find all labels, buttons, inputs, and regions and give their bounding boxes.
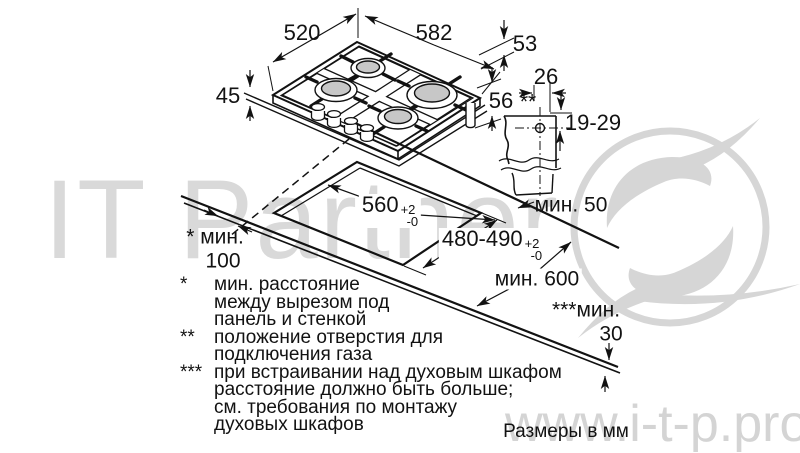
footnote-marker: ** <box>180 326 195 348</box>
dim-front-width-label: 582 <box>415 20 453 45</box>
swirl-upper-tail <box>668 118 760 170</box>
min-below-clearance-label: ***мин. <box>551 298 621 322</box>
bracket-bottom-edge <box>515 192 553 196</box>
bracket-right-edge-lower <box>551 173 554 194</box>
min-below-clearance-value: 30 <box>599 322 623 346</box>
cutout-depth-value: 480-490 <box>441 226 523 251</box>
swirl-lower-blade <box>628 226 734 297</box>
min-back-clearance-label: мин. 50 <box>534 193 608 217</box>
cutout-width-tolerance: +2-0 <box>400 202 419 229</box>
cutout-outline <box>271 160 484 267</box>
hob-dimension-lines <box>245 8 515 131</box>
footnote-marker: * <box>180 274 188 295</box>
dim-rim-height-label: 53 <box>512 31 538 56</box>
watermark-site-url: www.i-t-p.pro <box>505 395 800 453</box>
footnote-text: при встраивании над духовым шкафом расст… <box>214 361 562 435</box>
dim-56-ref-upper <box>476 78 502 89</box>
cutout-depth-label: 480-490+2-0 <box>438 226 546 263</box>
cutout-inner-step-left <box>280 167 361 217</box>
burner-right-cap <box>413 83 451 103</box>
hob-body-edges <box>243 92 488 167</box>
swirl-right-band <box>638 284 800 305</box>
footnote-text: положение отверстия для подключения газа <box>214 326 444 365</box>
cutout-inner-step-right <box>359 167 478 217</box>
gas-offset-vertical-label: 19-29 <box>564 110 622 135</box>
dim-built-in-depth-label: 45 <box>215 83 241 108</box>
control-knobs <box>310 102 375 143</box>
hob-leg <box>465 103 476 129</box>
cutout-width-label: 560+2-0 <box>358 192 422 229</box>
dim-53-ref-upper <box>478 37 515 56</box>
burner-left-cap <box>320 80 352 97</box>
cutout-width-value: 560 <box>361 192 399 217</box>
bracket-break-wave-2 <box>500 166 562 172</box>
dim-total-height-label: 56 <box>488 88 514 113</box>
bracket-left-edge-lower <box>511 172 517 196</box>
hob-drawing <box>243 40 488 167</box>
burner-front-cap <box>383 108 413 125</box>
cutout-depth-tolerance: +2-0 <box>524 236 543 263</box>
bracket-left-torn-edge <box>503 115 510 165</box>
worktop-front-edge-outer <box>180 194 619 369</box>
gas-offset-horizontal-label: 26 <box>533 64 559 89</box>
gas-footnote-marker: ** <box>519 90 537 114</box>
swirl-upper-blade <box>606 157 712 228</box>
footnote-gas-hole: ** положение отверстия для подключения г… <box>180 326 562 365</box>
bracket-break-wave-1 <box>498 157 560 163</box>
cutout-bottom-extension-line <box>403 265 427 276</box>
dim-56-ref-lower <box>474 118 502 129</box>
hob-flange-outer <box>243 92 486 161</box>
hob-flange-inner <box>245 98 488 167</box>
dim-back-width-label: 520 <box>283 20 321 45</box>
dim-53-ref-lower <box>480 51 515 70</box>
min-worktop-depth-label: мин. 600 <box>491 268 583 290</box>
min-side-clearance-value: 100 <box>205 249 241 273</box>
units-note: Размеры в мм <box>503 421 629 442</box>
worktop-drawing <box>180 120 621 374</box>
dim-520-ext-left <box>267 65 274 92</box>
burners <box>314 57 458 130</box>
footnote-side-clearance: * мин. расстояние между вырезом под пане… <box>180 274 562 330</box>
footnote-marker: *** <box>180 361 203 383</box>
worktop-front-edge-inner <box>183 202 621 374</box>
footnote-oven-clearance: *** при встраивании над духовым шкафом р… <box>180 361 562 435</box>
gas-bracket-drawing <box>498 83 572 196</box>
cutout-alignment-dashed-line <box>229 138 350 237</box>
footnote-text: мин. расстояние между вырезом под панель… <box>214 274 390 330</box>
min-side-clearance-label: * мин. <box>186 225 244 249</box>
burner-back-cap <box>355 60 381 74</box>
worktop-back-edge <box>350 120 620 249</box>
footnotes-block: * мин. расстояние между вырезом под пане… <box>180 274 562 435</box>
